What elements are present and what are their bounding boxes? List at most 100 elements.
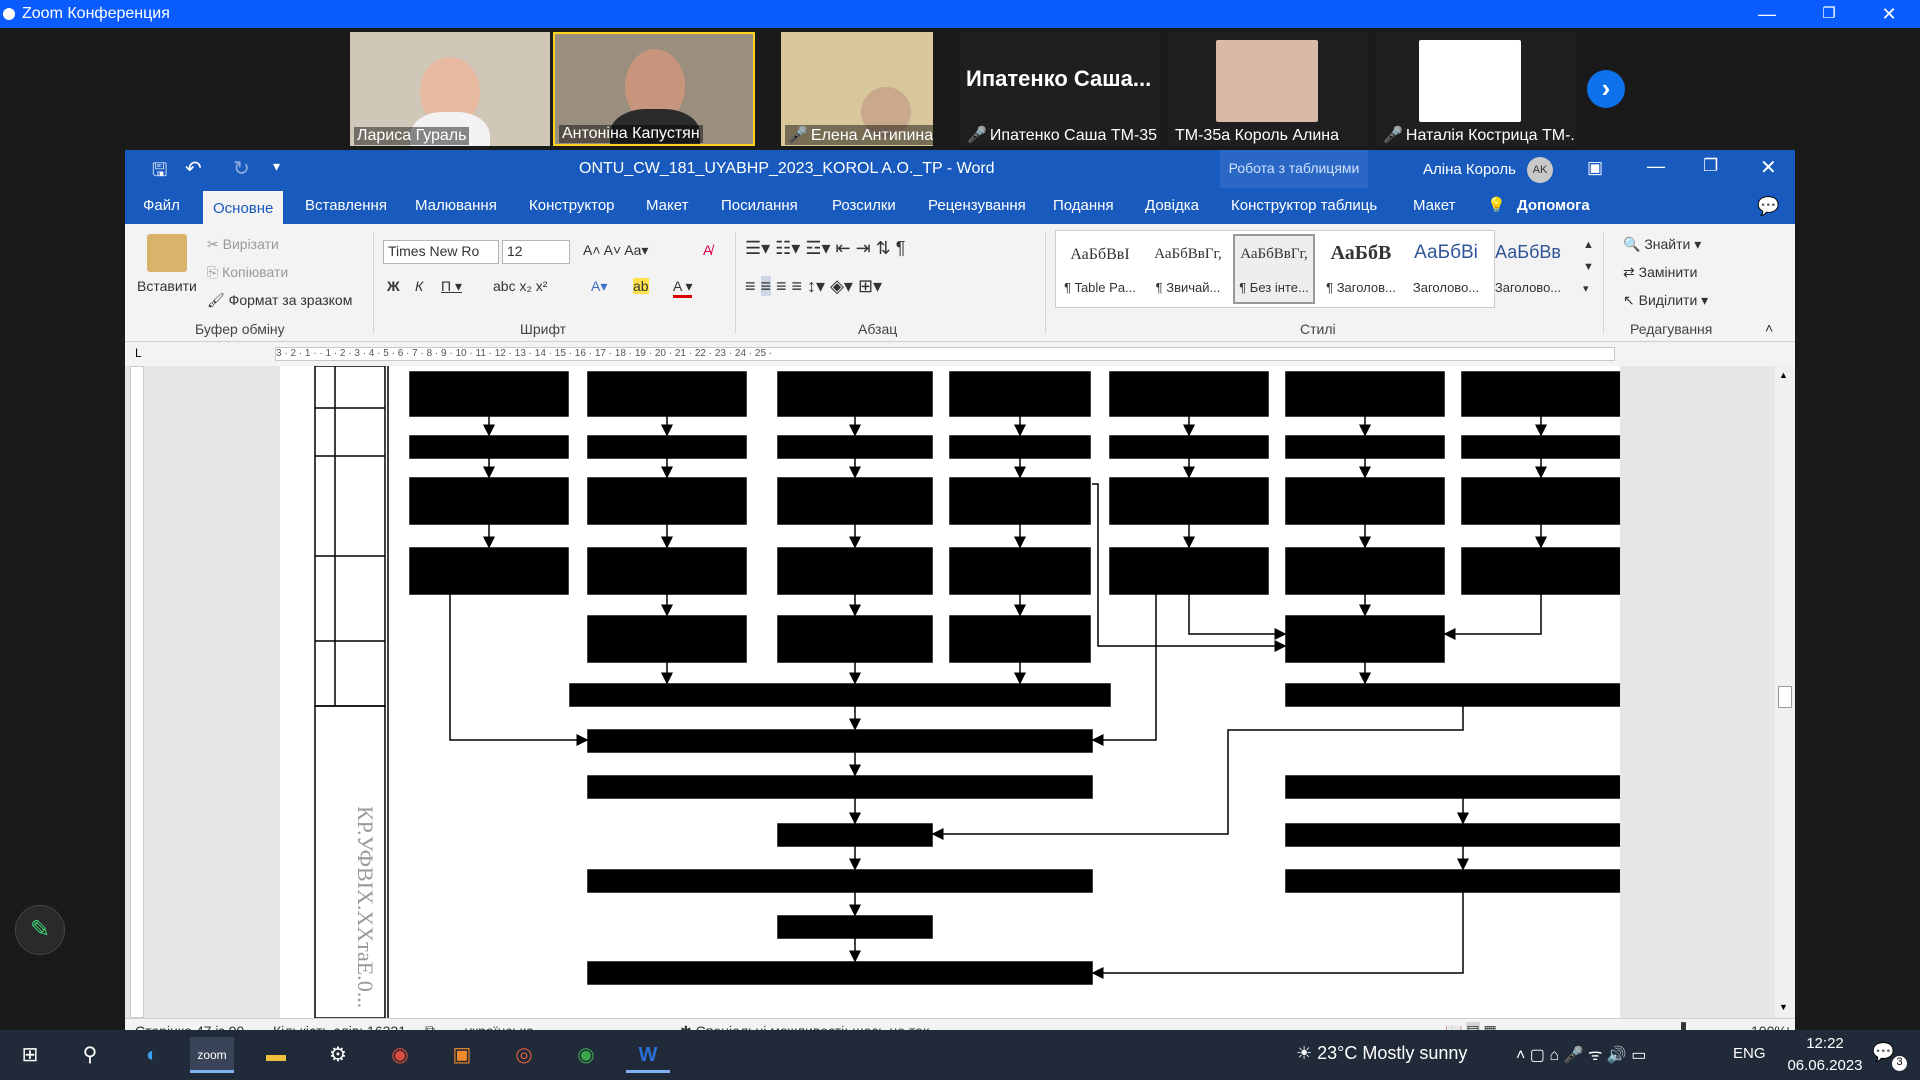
svg-text:1.10.Галтування: 1.10.Галтування (797, 918, 914, 937)
tab-file[interactable]: Файл (143, 197, 180, 214)
cut-button[interactable]: ✂ Вирізати (207, 236, 279, 252)
style-name[interactable]: ¶ Без інте... (1239, 280, 1309, 295)
find-button[interactable]: 🔍 Знайти ▾ (1623, 236, 1702, 252)
chrome-profile-icon[interactable]: ◉ (577, 1044, 595, 1066)
avatar[interactable]: AK (1527, 157, 1553, 183)
style-selected[interactable] (1233, 234, 1315, 304)
minimize-icon[interactable]: — (1758, 4, 1776, 24)
style-name[interactable]: ¶ Заголов... (1326, 280, 1396, 295)
redo-icon[interactable]: ↻ (233, 158, 250, 180)
style-sample[interactable]: АаБбВв (1495, 242, 1561, 262)
word-app-icon[interactable]: W (626, 1037, 670, 1073)
quick-access-dropdown-icon[interactable]: ▾ (273, 158, 281, 174)
italic-button[interactable]: К (415, 278, 424, 294)
restore-icon[interactable]: ❐ (1703, 156, 1719, 175)
tab-help[interactable]: Довідка (1145, 197, 1199, 214)
next-participants-button[interactable]: › (1587, 70, 1625, 108)
font-grow-shrink-icon[interactable]: A˄ A˅ Aa▾ (583, 242, 649, 258)
participant-tile[interactable]: 🎤Наталія Кострица ТМ-... (1376, 32, 1576, 146)
tab-home[interactable]: Основне (203, 188, 284, 224)
font-name-select[interactable]: Times New Ro (383, 240, 499, 264)
tab-mailings[interactable]: Розсилки (832, 197, 896, 214)
tab-references[interactable]: Посилання (721, 197, 798, 214)
align-icons[interactable]: ≡ ≡ ≡ ≡ ↕▾ ◈▾ ⊞▾ (745, 276, 883, 296)
tab-table-layout[interactable]: Макет (1413, 197, 1456, 214)
underline-button[interactable]: П ▾ (441, 278, 462, 294)
ribbon-display-icon[interactable]: ▣ (1587, 158, 1604, 177)
font-color-icon[interactable]: A ▾ (673, 278, 693, 298)
paste-button[interactable]: Вставити (137, 278, 197, 294)
search-icon[interactable]: ⚲ (82, 1044, 98, 1066)
input-language[interactable]: ENG (1733, 1045, 1766, 1062)
vertical-scrollbar[interactable]: ▲ ▼ (1775, 366, 1795, 1018)
close-icon[interactable]: ✕ (1881, 4, 1897, 24)
tab-tell-me[interactable]: Допомога (1517, 197, 1590, 214)
style-name[interactable]: ¶ Table Pa... (1064, 280, 1136, 295)
highlight-icon[interactable]: ab (633, 278, 649, 294)
save-icon[interactable]: 🖫 (152, 160, 168, 180)
undo-icon[interactable]: ↶ (185, 158, 202, 180)
tab-insert[interactable]: Вставлення (305, 197, 387, 214)
weather-widget[interactable]: ☀ 23°C Mostly sunny (1296, 1043, 1468, 1063)
close-icon[interactable]: ✕ (1760, 157, 1777, 179)
participant-tile[interactable]: Лариса Гураль (350, 32, 550, 146)
participant-tile[interactable]: 🎤Елена Антипина (781, 32, 933, 146)
svg-text:T≤ 25°C, φ=70%: T≤ 25°C, φ=70% (1118, 503, 1236, 522)
minimize-icon[interactable]: — (1647, 156, 1665, 176)
list-icons[interactable]: ☰▾ ☷▾ ☲▾ ⇤ ⇥ ⇅ ¶ (745, 238, 906, 258)
tab-table-design[interactable]: Конструктор таблиць (1231, 197, 1378, 214)
app-orange-icon[interactable]: ▣ (452, 1044, 472, 1066)
paste-icon[interactable] (147, 234, 187, 272)
steam-icon[interactable]: ⚙ (329, 1044, 347, 1066)
participant-tile[interactable]: Ипатенко Саша... 🎤Ипатенко Саша ТМ-35 (960, 32, 1160, 146)
svg-text:8.2.Зберігання і розпакування: 8.2.Зберігання і розпакування (1294, 872, 1509, 891)
copy-button[interactable]: ⎘ Копіювати (207, 264, 289, 280)
scroll-thumb[interactable] (1778, 686, 1792, 708)
strike-sub-sup-icons[interactable]: abc x₂ x² (493, 278, 548, 294)
comments-icon[interactable]: 💬 (1757, 196, 1780, 216)
start-icon[interactable]: ⊞ (21, 1044, 39, 1066)
text-effects-icon[interactable]: A▾ (591, 278, 608, 294)
style-sample[interactable]: АаБбВвГг, (1154, 246, 1222, 262)
font-size-select[interactable]: 12 (502, 240, 570, 264)
tab-draw[interactable]: Малювання (415, 197, 497, 214)
style-sample[interactable]: АаБбВ (1330, 242, 1392, 264)
style-name[interactable]: Заголово... (1412, 280, 1480, 295)
participant-tile-active[interactable]: Антоніна Капустян (553, 32, 755, 146)
collapse-ribbon-icon[interactable]: ˄ (1765, 320, 1774, 336)
replace-button[interactable]: ⇄ Замінити (1623, 264, 1698, 280)
tab-review[interactable]: Рецензування (928, 197, 1026, 214)
bold-button[interactable]: Ж (387, 278, 400, 294)
format-painter-button[interactable]: 🖌 Формат за зразком (207, 292, 353, 308)
tab-design[interactable]: Конструктор (529, 197, 615, 214)
clock-date[interactable]: 06.06.2023 (1787, 1057, 1863, 1074)
select-button[interactable]: ↖ Виділити ▾ (1623, 292, 1709, 308)
chrome-icon[interactable]: ◉ (391, 1044, 409, 1066)
tray-icons[interactable]: ˄ ▢ ⌂ 🎤 ᯤ 🔊 ▭ (1516, 1047, 1647, 1064)
app-red-icon[interactable]: ◎ (515, 1044, 533, 1066)
scroll-down-icon[interactable]: ▼ (1779, 1002, 1788, 1012)
edge-icon[interactable]: ◐ (145, 1044, 159, 1066)
scroll-up-icon[interactable]: ▲ (1779, 370, 1788, 380)
maximize-icon[interactable]: ❐ (1822, 5, 1836, 22)
styles-scroll-icon[interactable]: ▲▼▾ (1583, 239, 1594, 295)
tab-view[interactable]: Подання (1053, 197, 1114, 214)
user-name[interactable]: Аліна Король (1423, 161, 1516, 178)
clock-time[interactable]: 12:22 (1806, 1035, 1844, 1052)
clear-format-icon[interactable]: A̸ (703, 242, 713, 258)
tab-selector-icon[interactable]: L (135, 346, 142, 360)
zoom-app-icon[interactable]: zoom (190, 1037, 234, 1073)
style-sample[interactable]: АаБбВі (1414, 242, 1478, 263)
style-name[interactable]: ¶ Звичай... (1155, 280, 1221, 295)
style-sample[interactable]: АаБбВвІ (1070, 246, 1130, 263)
style-name[interactable]: Заголово... (1494, 280, 1562, 295)
notification-icon[interactable]: 💬 (1872, 1042, 1895, 1062)
participant-tile[interactable]: ТМ-35а Король Алина (1168, 32, 1368, 146)
svg-text:T>8°C, φ≥95%: T>8°C, φ≥95% (786, 573, 891, 592)
file-explorer-icon[interactable]: ▬ (266, 1044, 286, 1066)
annotate-pen-icon[interactable]: ✎ (15, 905, 65, 955)
style-sample[interactable]: АаБбВвГг, (1240, 246, 1308, 262)
ruler-scale[interactable]: 3 · 2 · 1 · · 1 · 2 · 3 · 4 · 5 · 6 · 7 … (275, 347, 1615, 361)
document-page[interactable]: КР.УФВІХ.ХХтаЕ.0... (280, 366, 1620, 1018)
tab-layout[interactable]: Макет (646, 197, 689, 214)
